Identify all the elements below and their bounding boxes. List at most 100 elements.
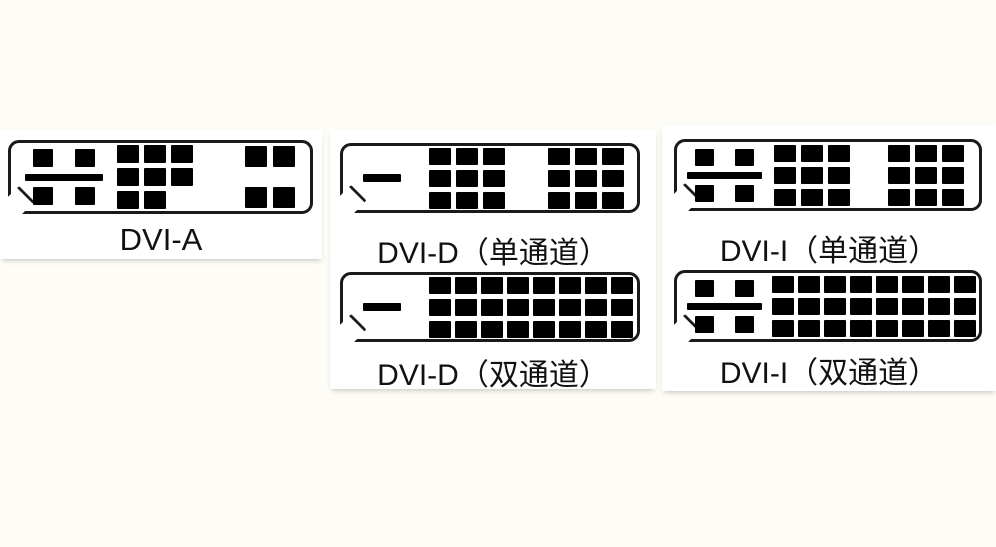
caption-dvi-i-dual: DVI-I（双通道） [719,357,939,390]
pin [942,188,964,206]
pin [824,319,846,337]
pin [483,147,505,165]
pin [611,298,633,316]
microcross-blade-icon [687,302,762,310]
pin [455,276,477,294]
pin [942,144,964,162]
pin [876,275,898,293]
analog-pin [33,187,53,205]
analog-pin [33,149,53,167]
pin [602,147,624,165]
pin [772,297,794,315]
dvi-i-single-shell-outline [674,139,982,211]
pin [559,276,581,294]
pin [902,275,924,293]
dvi-i-single-microcross-group [687,148,762,202]
pin [928,319,950,337]
caption-dvi-d-dual: DVI-D（双通道） [377,359,609,392]
pin [876,297,898,315]
pin [611,320,633,338]
dvi-d-single-pin-block-a [429,147,505,209]
pin [273,187,295,208]
pin [798,275,820,293]
dvi-i-dual-shell-outline [674,270,982,342]
pin [117,168,139,186]
caption-dvi-i-single: DVI-I（单通道） [719,235,939,268]
pin [828,166,850,184]
analog-pin [735,279,754,297]
microcross-blade-icon [25,173,103,181]
pin [888,144,910,162]
pin [902,319,924,337]
pin [548,147,570,165]
pin [483,191,505,209]
pin [602,169,624,187]
flat-blade-icon [363,303,401,311]
analog-pin [735,184,754,202]
dvi-d-single-shell-outline [340,143,640,213]
pin [481,276,503,294]
pin [455,298,477,316]
pin [245,146,267,167]
pin [483,169,505,187]
microcross-blade-icon [687,171,762,179]
analog-pin [735,148,754,166]
pin [429,169,451,187]
pin [824,275,846,293]
pin [888,188,910,206]
pin [455,320,477,338]
dvi-a-pin-block-right [245,146,295,208]
pin [585,298,607,316]
pin [456,147,478,165]
pin [575,191,597,209]
pin [456,169,478,187]
dvi-a-shell-outline [8,140,313,214]
connector-dvi-i-dual [674,270,982,342]
pin [954,319,976,337]
pin [774,166,796,184]
dvi-d-dual-shell-outline [340,272,640,342]
pin [798,297,820,315]
caption-dvi-a: DVI-A [119,222,203,257]
pin [611,276,633,294]
pin [772,319,794,337]
analog-pin [695,184,714,202]
pin [824,297,846,315]
pin [928,297,950,315]
pin [575,169,597,187]
pin [915,144,937,162]
analog-pin [695,315,714,333]
pin [117,191,139,209]
pin [774,144,796,162]
pin [585,276,607,294]
pin [915,188,937,206]
pin [928,275,950,293]
pin [850,319,872,337]
pin [429,298,451,316]
pin [429,147,451,165]
pin [481,298,503,316]
pin [548,191,570,209]
dvi-i-single-pin-block-b [888,144,964,206]
connector-dvi-d-dual [340,272,640,342]
pin [144,145,166,163]
dvi-i-dual-microcross-group [687,279,762,333]
dvi-a-pin-block-center [117,145,193,209]
pin [273,146,295,167]
pin [548,169,570,187]
pin [507,298,529,316]
pin-empty [171,191,193,209]
dvi-a-microcross-group [25,149,103,205]
pin [774,188,796,206]
pin [772,275,794,293]
pin [171,145,193,163]
pin [533,298,555,316]
pin [798,319,820,337]
pin [171,168,193,186]
pin [828,188,850,206]
pin [429,191,451,209]
connector-dvi-i-single [674,139,982,211]
dvi-d-single-pin-block-b [548,147,624,209]
dvi-d-dual-pin-block [429,276,633,338]
